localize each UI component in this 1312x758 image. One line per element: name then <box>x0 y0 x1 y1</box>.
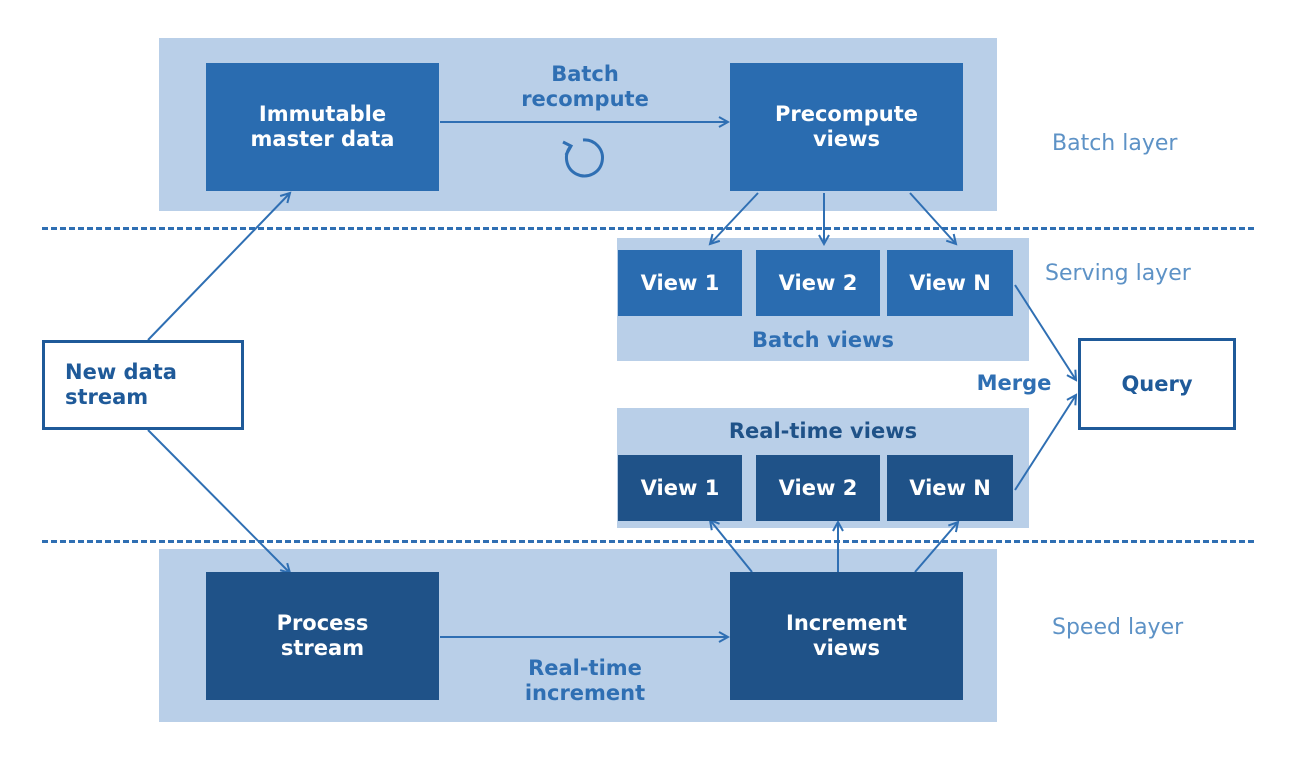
arrow-increment-to-viewN <box>914 522 958 573</box>
arrow-increment-to-view1 <box>710 520 753 573</box>
realtime-views-caption: Real-time views <box>728 419 918 443</box>
arrow-realtime-viewN-to-query <box>1014 395 1076 491</box>
arrow-precompute-to-view1 <box>710 192 759 244</box>
real-time-increment-label: Real-time increment <box>524 656 646 705</box>
batch-view-n: View N <box>887 250 1013 316</box>
batch-view-1: View 1 <box>618 250 742 316</box>
immutable-master-data-node: Immutable master data <box>206 63 439 191</box>
cycle-icon <box>562 138 604 178</box>
batch-serving-separator <box>42 227 1254 230</box>
arrow-precompute-to-viewN <box>909 192 956 244</box>
arrow-batch-viewN-to-query <box>1014 284 1076 380</box>
precompute-views-node: Precompute views <box>730 63 963 191</box>
realtime-view-1: View 1 <box>618 455 742 521</box>
increment-views-node: Increment views <box>730 572 963 700</box>
realtime-view-2: View 2 <box>756 455 880 521</box>
batch-layer-label: Batch layer <box>1052 131 1178 156</box>
new-data-stream-node: New data stream <box>42 340 244 430</box>
batch-view-2: View 2 <box>756 250 880 316</box>
batch-views-caption: Batch views <box>752 328 894 352</box>
arrow-new-data-to-master <box>147 193 290 341</box>
serving-layer-label: Serving layer <box>1045 261 1191 286</box>
batch-recompute-label: Batch recompute <box>521 62 649 111</box>
query-node: Query <box>1078 338 1236 430</box>
arrow-new-data-to-process <box>147 429 290 573</box>
merge-label: Merge <box>976 371 1052 395</box>
speed-layer-label: Speed layer <box>1052 615 1184 640</box>
realtime-view-n: View N <box>887 455 1013 521</box>
serving-speed-separator <box>42 540 1254 543</box>
process-stream-node: Process stream <box>206 572 439 700</box>
